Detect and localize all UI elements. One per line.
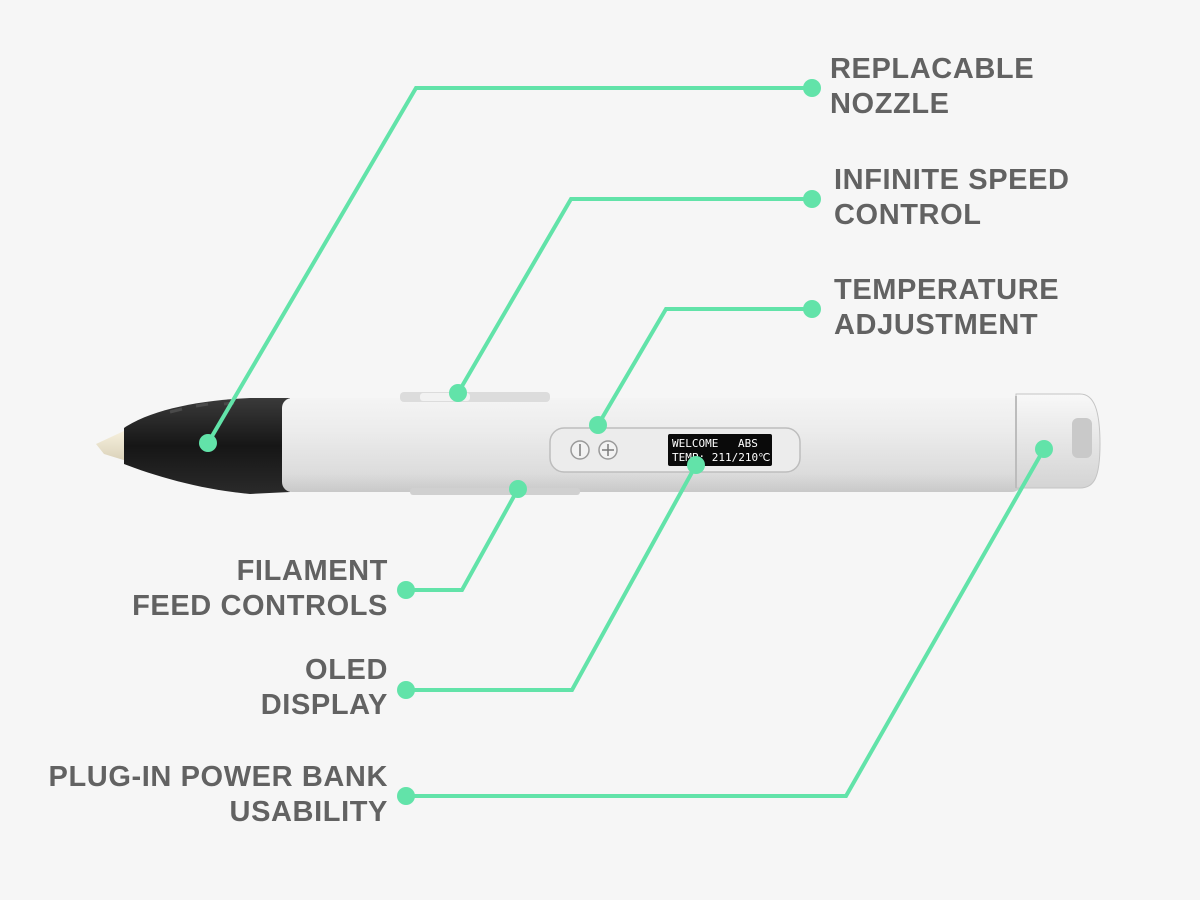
oled-line2: TEMP: 211/210℃ xyxy=(672,451,770,464)
label-temperature-adjustment: TEMPERATURE ADJUSTMENT xyxy=(834,273,1059,343)
label-filament-line2: FEED CONTROLS xyxy=(132,590,388,622)
dot-speed-pen xyxy=(449,384,467,402)
label-infinite-speed-control: INFINITE SPEED CONTROL xyxy=(834,163,1070,233)
dot-temperature-label xyxy=(803,300,821,318)
oled-line1-right: ABS xyxy=(738,437,758,450)
label-speed-line1: INFINITE SPEED xyxy=(834,164,1070,196)
callout-line-temperature xyxy=(596,307,812,427)
dot-power-bank-label xyxy=(397,787,415,805)
label-oled-line2: DISPLAY xyxy=(260,689,388,721)
dot-temperature-pen xyxy=(589,416,607,434)
oled-line1-left: WELCOME xyxy=(672,437,718,450)
label-temperature-line1: TEMPERATURE xyxy=(834,274,1060,306)
label-nozzle-line1: REPLACABLE xyxy=(830,53,1035,85)
callout-line-power-bank xyxy=(406,448,1046,798)
label-oled-line1: OLED xyxy=(305,654,388,686)
callout-line-nozzle xyxy=(206,86,812,445)
callout-line-oled xyxy=(406,464,698,692)
dot-power-bank-pen xyxy=(1035,440,1053,458)
callout-line-filament xyxy=(406,488,520,592)
dot-nozzle-pen xyxy=(199,434,217,452)
label-temperature-line2: ADJUSTMENT xyxy=(834,309,1039,341)
callout-dots xyxy=(199,79,1053,805)
label-power-bank-line1: PLUG-IN POWER BANK xyxy=(48,761,388,793)
label-filament-feed-controls: FILAMENT FEED CONTROLS xyxy=(132,554,388,624)
dot-oled-label xyxy=(397,681,415,699)
label-replacable-nozzle: REPLACABLE NOZZLE xyxy=(830,52,1034,122)
nozzle-tip xyxy=(96,430,130,462)
label-speed-line2: CONTROL xyxy=(834,199,982,231)
label-nozzle-line2: NOZZLE xyxy=(830,88,950,120)
label-power-bank-line2: USABILITY xyxy=(229,796,388,828)
label-filament-line1: FILAMENT xyxy=(236,555,388,587)
dot-filament-label xyxy=(397,581,415,599)
dot-nozzle-label xyxy=(803,79,821,97)
callout-line-speed xyxy=(456,197,812,395)
dot-filament-pen xyxy=(509,480,527,498)
label-power-bank-usability: PLUG-IN POWER BANK USABILITY xyxy=(49,760,388,830)
dot-oled-pen xyxy=(687,456,705,474)
dot-speed-label xyxy=(803,190,821,208)
callout-lines xyxy=(206,86,1046,798)
filament-buttons xyxy=(410,488,580,495)
label-oled-display: OLED DISPLAY xyxy=(261,653,388,723)
